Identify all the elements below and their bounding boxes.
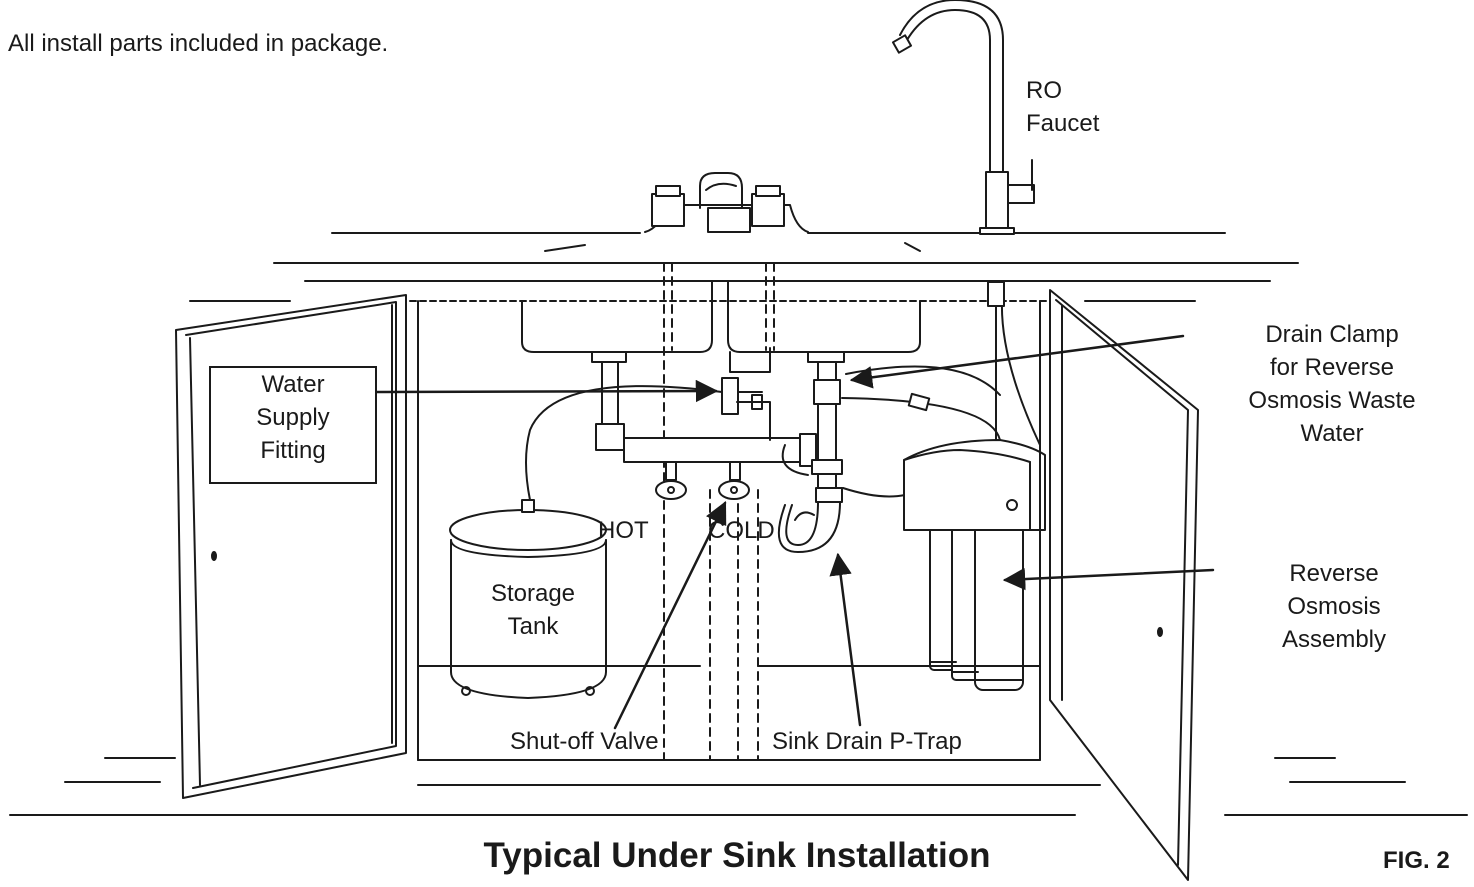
arrow-drain-clamp [849,334,1185,389]
sink-basins [521,281,921,353]
arrow-ro-assembly [1002,567,1215,591]
angle-stops [655,461,750,500]
cold-label: COLD [708,517,775,544]
ro-assembly-drawing [903,439,1046,691]
ptrap-label: Sink Drain P-Trap [772,728,962,755]
water-supply-label-line: Water [261,371,325,398]
leader-arrows [375,334,1215,730]
ro-faucet-label: RO Faucet [1026,74,1099,140]
shutoff-valve-label: Shut-off Valve [510,728,659,755]
hot-label: HOT [598,517,649,544]
drain-clamp-label: Drain Clamp for Reverse Osmosis Waste Wa… [1214,318,1450,450]
water-supply-fitting-label: Water Supply Fitting [209,366,377,484]
figure-title: Typical Under Sink Installation [483,836,991,875]
right-door [1049,289,1199,881]
ro-assembly-label-line: Osmosis [1287,593,1381,620]
ro-assembly-label-line: Reverse [1289,560,1379,587]
countertop [189,232,1299,302]
ro-faucet-label-line: Faucet [1026,110,1100,137]
figure-number: FIG. 2 [1383,847,1450,874]
drain-plumbing [591,351,845,553]
storage-tank-label-line: Storage [490,580,576,607]
storage-tank-label: Storage Tank [468,577,598,643]
water-supply-label-line: Supply [256,404,330,431]
water-supply-label-line: Fitting [260,437,326,464]
ro-faucet-label-line: RO [1026,77,1062,104]
arrow-ptrap [829,552,862,727]
ro-assembly-label: Reverse Osmosis Assembly [1254,557,1414,656]
arrow-shutoff-valve [613,500,727,730]
drain-clamp-label-line: Water [1300,420,1364,447]
drain-clamp-label-line: Drain Clamp [1265,321,1399,348]
ro-assembly-label-line: Assembly [1281,626,1387,653]
cabinet [9,300,1468,816]
sink-faucet [644,172,809,233]
intro-text: All install parts included in package. [8,30,389,57]
drain-clamp-label-line: Osmosis Waste [1248,387,1416,414]
drain-clamp-label-line: for Reverse [1269,354,1395,381]
supply-tubing [525,281,1041,501]
storage-tank-drawing [449,499,607,699]
dashed-lines [663,262,775,761]
arrow-water-supply [375,379,719,403]
storage-tank-label-line: Tank [507,613,559,640]
ro-faucet-drawing [891,0,1035,235]
